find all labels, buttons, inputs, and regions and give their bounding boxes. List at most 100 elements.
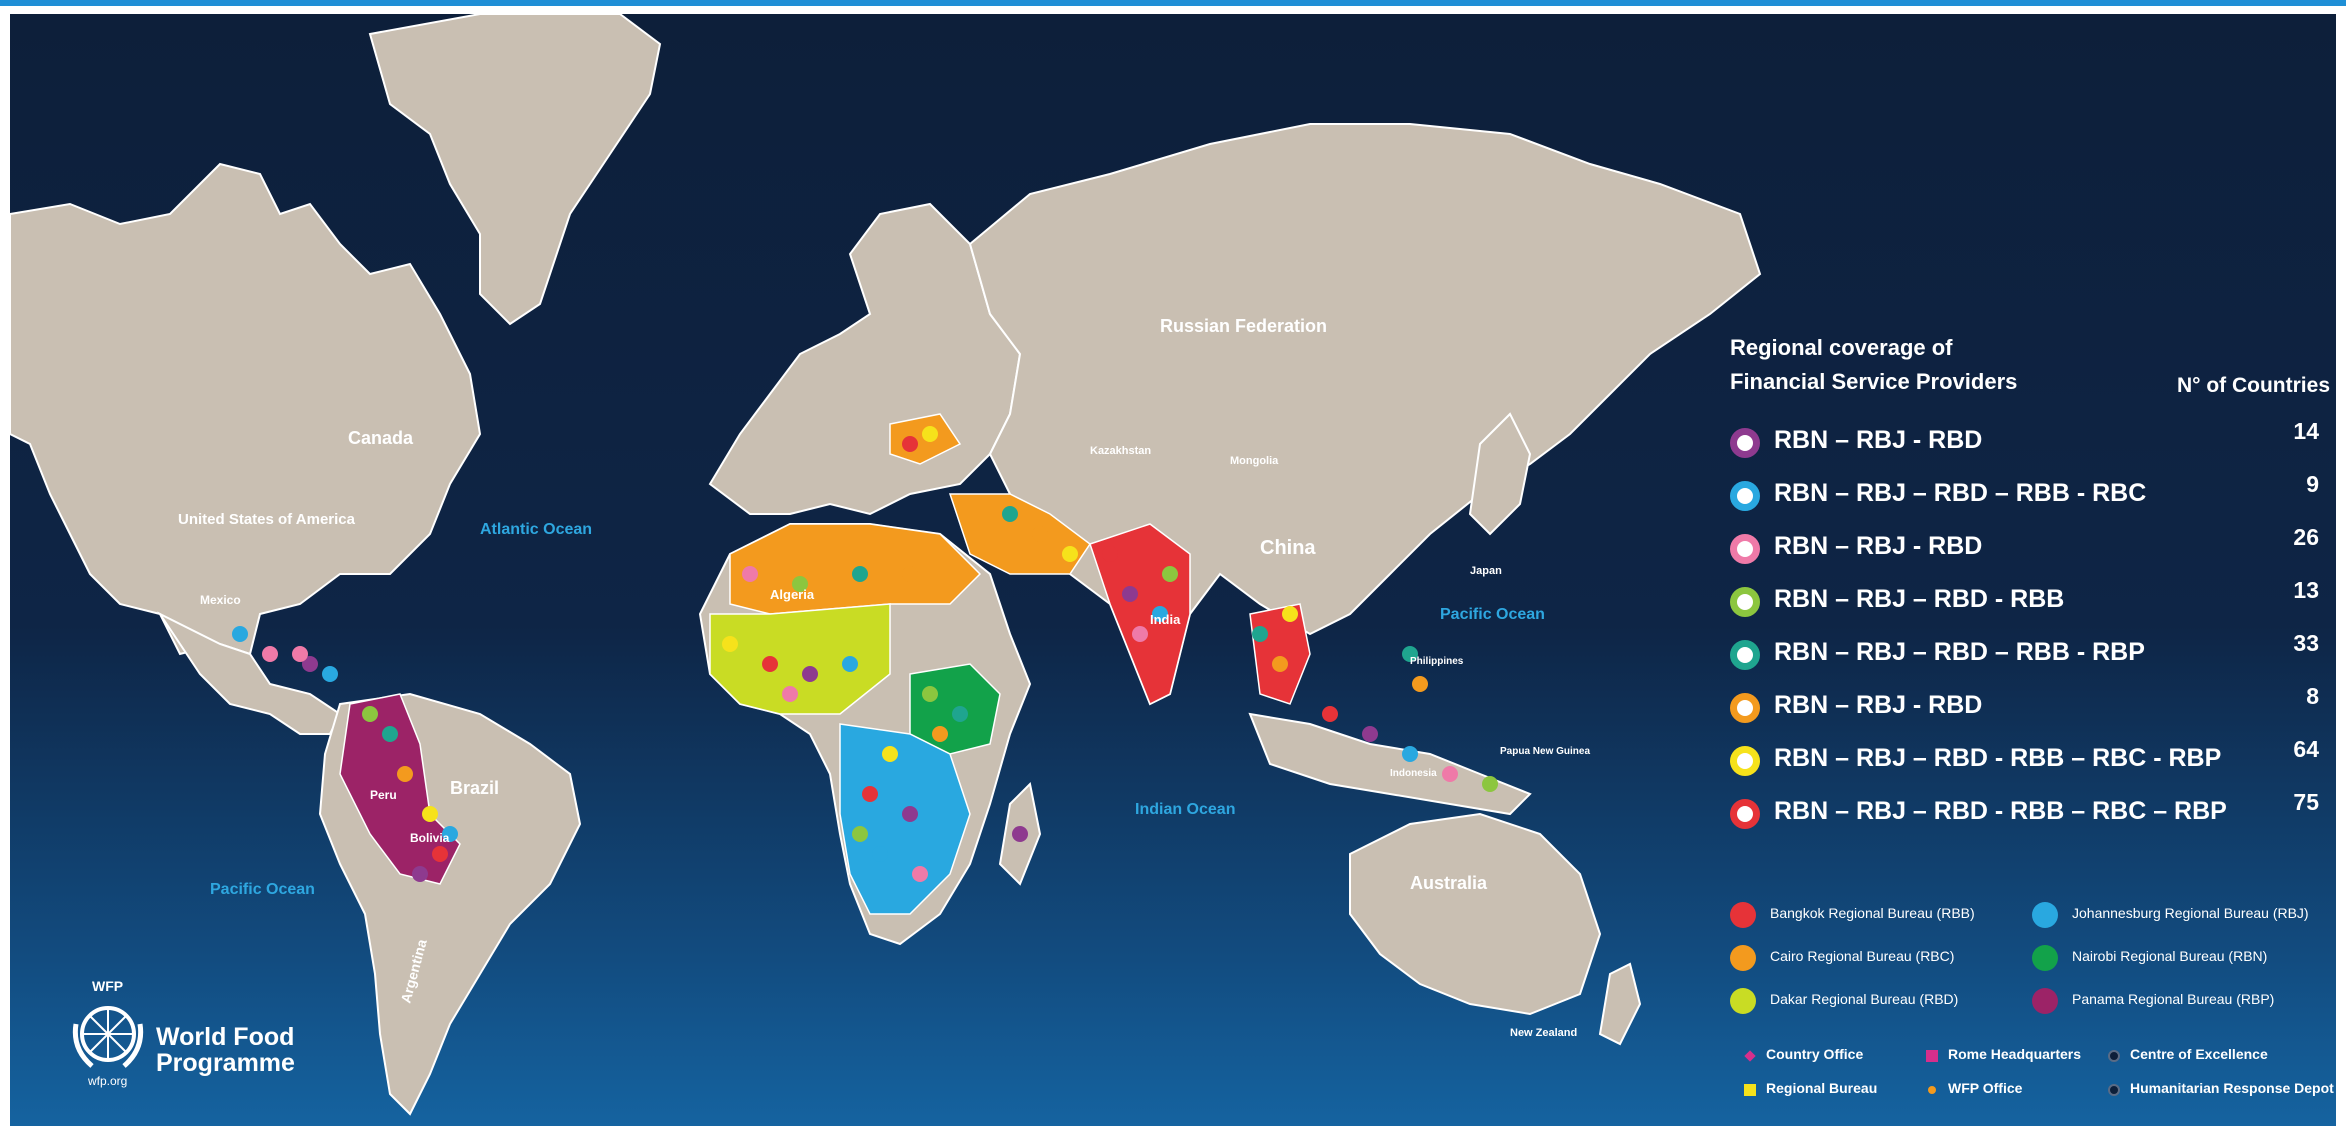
wfp-office-dot xyxy=(302,656,318,672)
wfp-office-dot xyxy=(362,706,378,722)
wfp-office-dot xyxy=(382,726,398,742)
symbol-legend-item: Centre of Excellence xyxy=(2108,1044,2336,1068)
wfp-office-dot xyxy=(1122,586,1138,602)
region-rbb-se-asia xyxy=(1249,603,1311,705)
wfp-office-dot xyxy=(1162,566,1178,582)
logo-name: World Food Programme xyxy=(156,1024,326,1076)
wfp-office-dot xyxy=(792,576,808,592)
bureau-swatch xyxy=(2032,945,2058,971)
country-label-canada: Canada xyxy=(348,428,414,448)
wfp-office-dot xyxy=(872,846,888,862)
wfp-office-dot xyxy=(742,566,758,582)
wfp-office-dot xyxy=(1272,656,1288,672)
wfp-office-dot xyxy=(802,666,818,682)
wfp-office-dot xyxy=(422,806,438,822)
world-map: Atlantic Ocean Pacific Ocean Pacific Oce… xyxy=(10,14,1762,1116)
coverage-count: 14 xyxy=(2293,418,2319,444)
coverage-count: 75 xyxy=(2293,789,2319,815)
region-rbd-west-africa xyxy=(709,603,891,715)
wfp-office-dot xyxy=(902,806,918,822)
symbol-label: WFP Office xyxy=(1948,1080,2023,1096)
greenland-shape xyxy=(368,14,662,326)
symbol-label: Rome Headquarters xyxy=(1948,1046,2082,1062)
coverage-row: RBN – RBJ – RBD - RBB – RBC - RBP 64 xyxy=(1730,736,2325,782)
bureau-legend-item: Dakar Regional Bureau (RBD) xyxy=(1730,986,2040,1016)
wfp-office-dot xyxy=(932,726,948,742)
country-label-peru: Peru xyxy=(370,788,397,802)
wfp-office-dot xyxy=(902,436,918,452)
region-rbc-middle-east xyxy=(948,493,1092,575)
country-label-mexico: Mexico xyxy=(200,593,241,607)
wfp-office-dot xyxy=(922,426,938,442)
symbol-label: Regional Bureau xyxy=(1766,1080,1878,1096)
country-label-philippines: Philippines xyxy=(1410,656,1464,667)
coverage-swatch xyxy=(1730,799,1760,829)
wfp-logo: WFP wfp.org World Food Programme xyxy=(58,978,318,1092)
wfp-office-dot xyxy=(1012,826,1028,842)
coverage-label: RBN – RBJ - RBD xyxy=(1774,691,1983,719)
bureau-label: Cairo Regional Bureau (RBC) xyxy=(1770,948,1955,964)
bureau-swatch xyxy=(1730,945,1756,971)
coverage-swatch xyxy=(1730,693,1760,723)
coverage-row: RBN – RBJ – RBD - RBB – RBC – RBP 75 xyxy=(1730,789,2325,835)
symbol-circle-outline-icon xyxy=(2108,1084,2120,1096)
wfp-office-dot xyxy=(1482,776,1498,792)
wfp-office-dot xyxy=(1402,746,1418,762)
country-label-algeria: Algeria xyxy=(770,587,815,602)
symbol-dot-icon xyxy=(1928,1086,1936,1094)
wfp-office-dot xyxy=(412,866,428,882)
region-rbp-andes xyxy=(339,693,461,885)
north-america-shape xyxy=(10,162,482,656)
coverage-label: RBN – RBJ – RBD - RBB xyxy=(1774,585,2065,613)
country-label-new-zealand: New Zealand xyxy=(1510,1027,1577,1039)
country-label-mongolia: Mongolia xyxy=(1230,455,1279,467)
coverage-label: RBN – RBJ – RBD - RBB – RBC - RBP xyxy=(1774,744,2222,772)
bureau-legend-item: Johannesburg Regional Bureau (RBJ) xyxy=(2032,900,2336,930)
symbol-legend-item: WFP Office xyxy=(1926,1078,2156,1102)
bureau-swatch xyxy=(2032,988,2058,1014)
bureau-label: Dakar Regional Bureau (RBD) xyxy=(1770,991,1959,1007)
logo-url: wfp.org xyxy=(88,1074,128,1088)
coverage-row: RBN – RBJ - RBD 8 xyxy=(1730,683,2325,729)
wfp-office-dot xyxy=(952,706,968,722)
legend-title-line1: Regional coverage of xyxy=(1730,335,1953,360)
coverage-row: RBN – RBJ - RBD 14 xyxy=(1730,418,2325,464)
country-label-australia: Australia xyxy=(1410,873,1488,893)
coverage-label: RBN – RBJ - RBD xyxy=(1774,426,1983,454)
legend-title-line2: Financial Service Providers xyxy=(1730,369,2018,394)
country-label-usa: United States of America xyxy=(178,511,356,528)
wfp-office-dot xyxy=(882,746,898,762)
coverage-label: RBN – RBJ - RBD xyxy=(1774,532,1983,560)
coverage-swatch xyxy=(1730,587,1760,617)
wfp-office-dot xyxy=(722,636,738,652)
bureau-label: Johannesburg Regional Bureau (RBJ) xyxy=(2072,905,2309,921)
bureau-swatch xyxy=(2032,902,2058,928)
wfp-office-dot xyxy=(1062,546,1078,562)
wfp-office-dot xyxy=(1002,506,1018,522)
wfp-office-dot xyxy=(922,686,938,702)
symbol-circle-outline-icon xyxy=(2108,1050,2120,1062)
coverage-count: 8 xyxy=(2306,683,2319,709)
coverage-label: RBN – RBJ – RBD – RBB - RBC xyxy=(1774,479,2147,507)
wfp-dots xyxy=(232,426,1498,882)
coverage-count: 64 xyxy=(2293,736,2319,762)
wfp-office-dot xyxy=(762,656,778,672)
bureau-label: Bangkok Regional Bureau (RBB) xyxy=(1770,905,1975,921)
ocean-label-atlantic: Atlantic Ocean xyxy=(480,521,592,538)
symbol-label: Country Office xyxy=(1766,1046,1864,1062)
wfp-office-dot xyxy=(902,566,918,582)
wfp-office-dot xyxy=(862,786,878,802)
wfp-office-dot xyxy=(1362,726,1378,742)
coverage-swatch xyxy=(1730,534,1760,564)
coverage-swatch xyxy=(1730,640,1760,670)
wfp-emblem-icon xyxy=(72,1006,144,1068)
coverage-label: RBN – RBJ – RBD – RBB - RBP xyxy=(1774,638,2145,666)
wfp-office-dot xyxy=(1282,606,1298,622)
wfp-office-dot xyxy=(1402,646,1418,662)
coverage-label: RBN – RBJ – RBD - RBB – RBC – RBP xyxy=(1774,797,2227,825)
bureau-label: Panama Regional Bureau (RBP) xyxy=(2072,991,2275,1007)
